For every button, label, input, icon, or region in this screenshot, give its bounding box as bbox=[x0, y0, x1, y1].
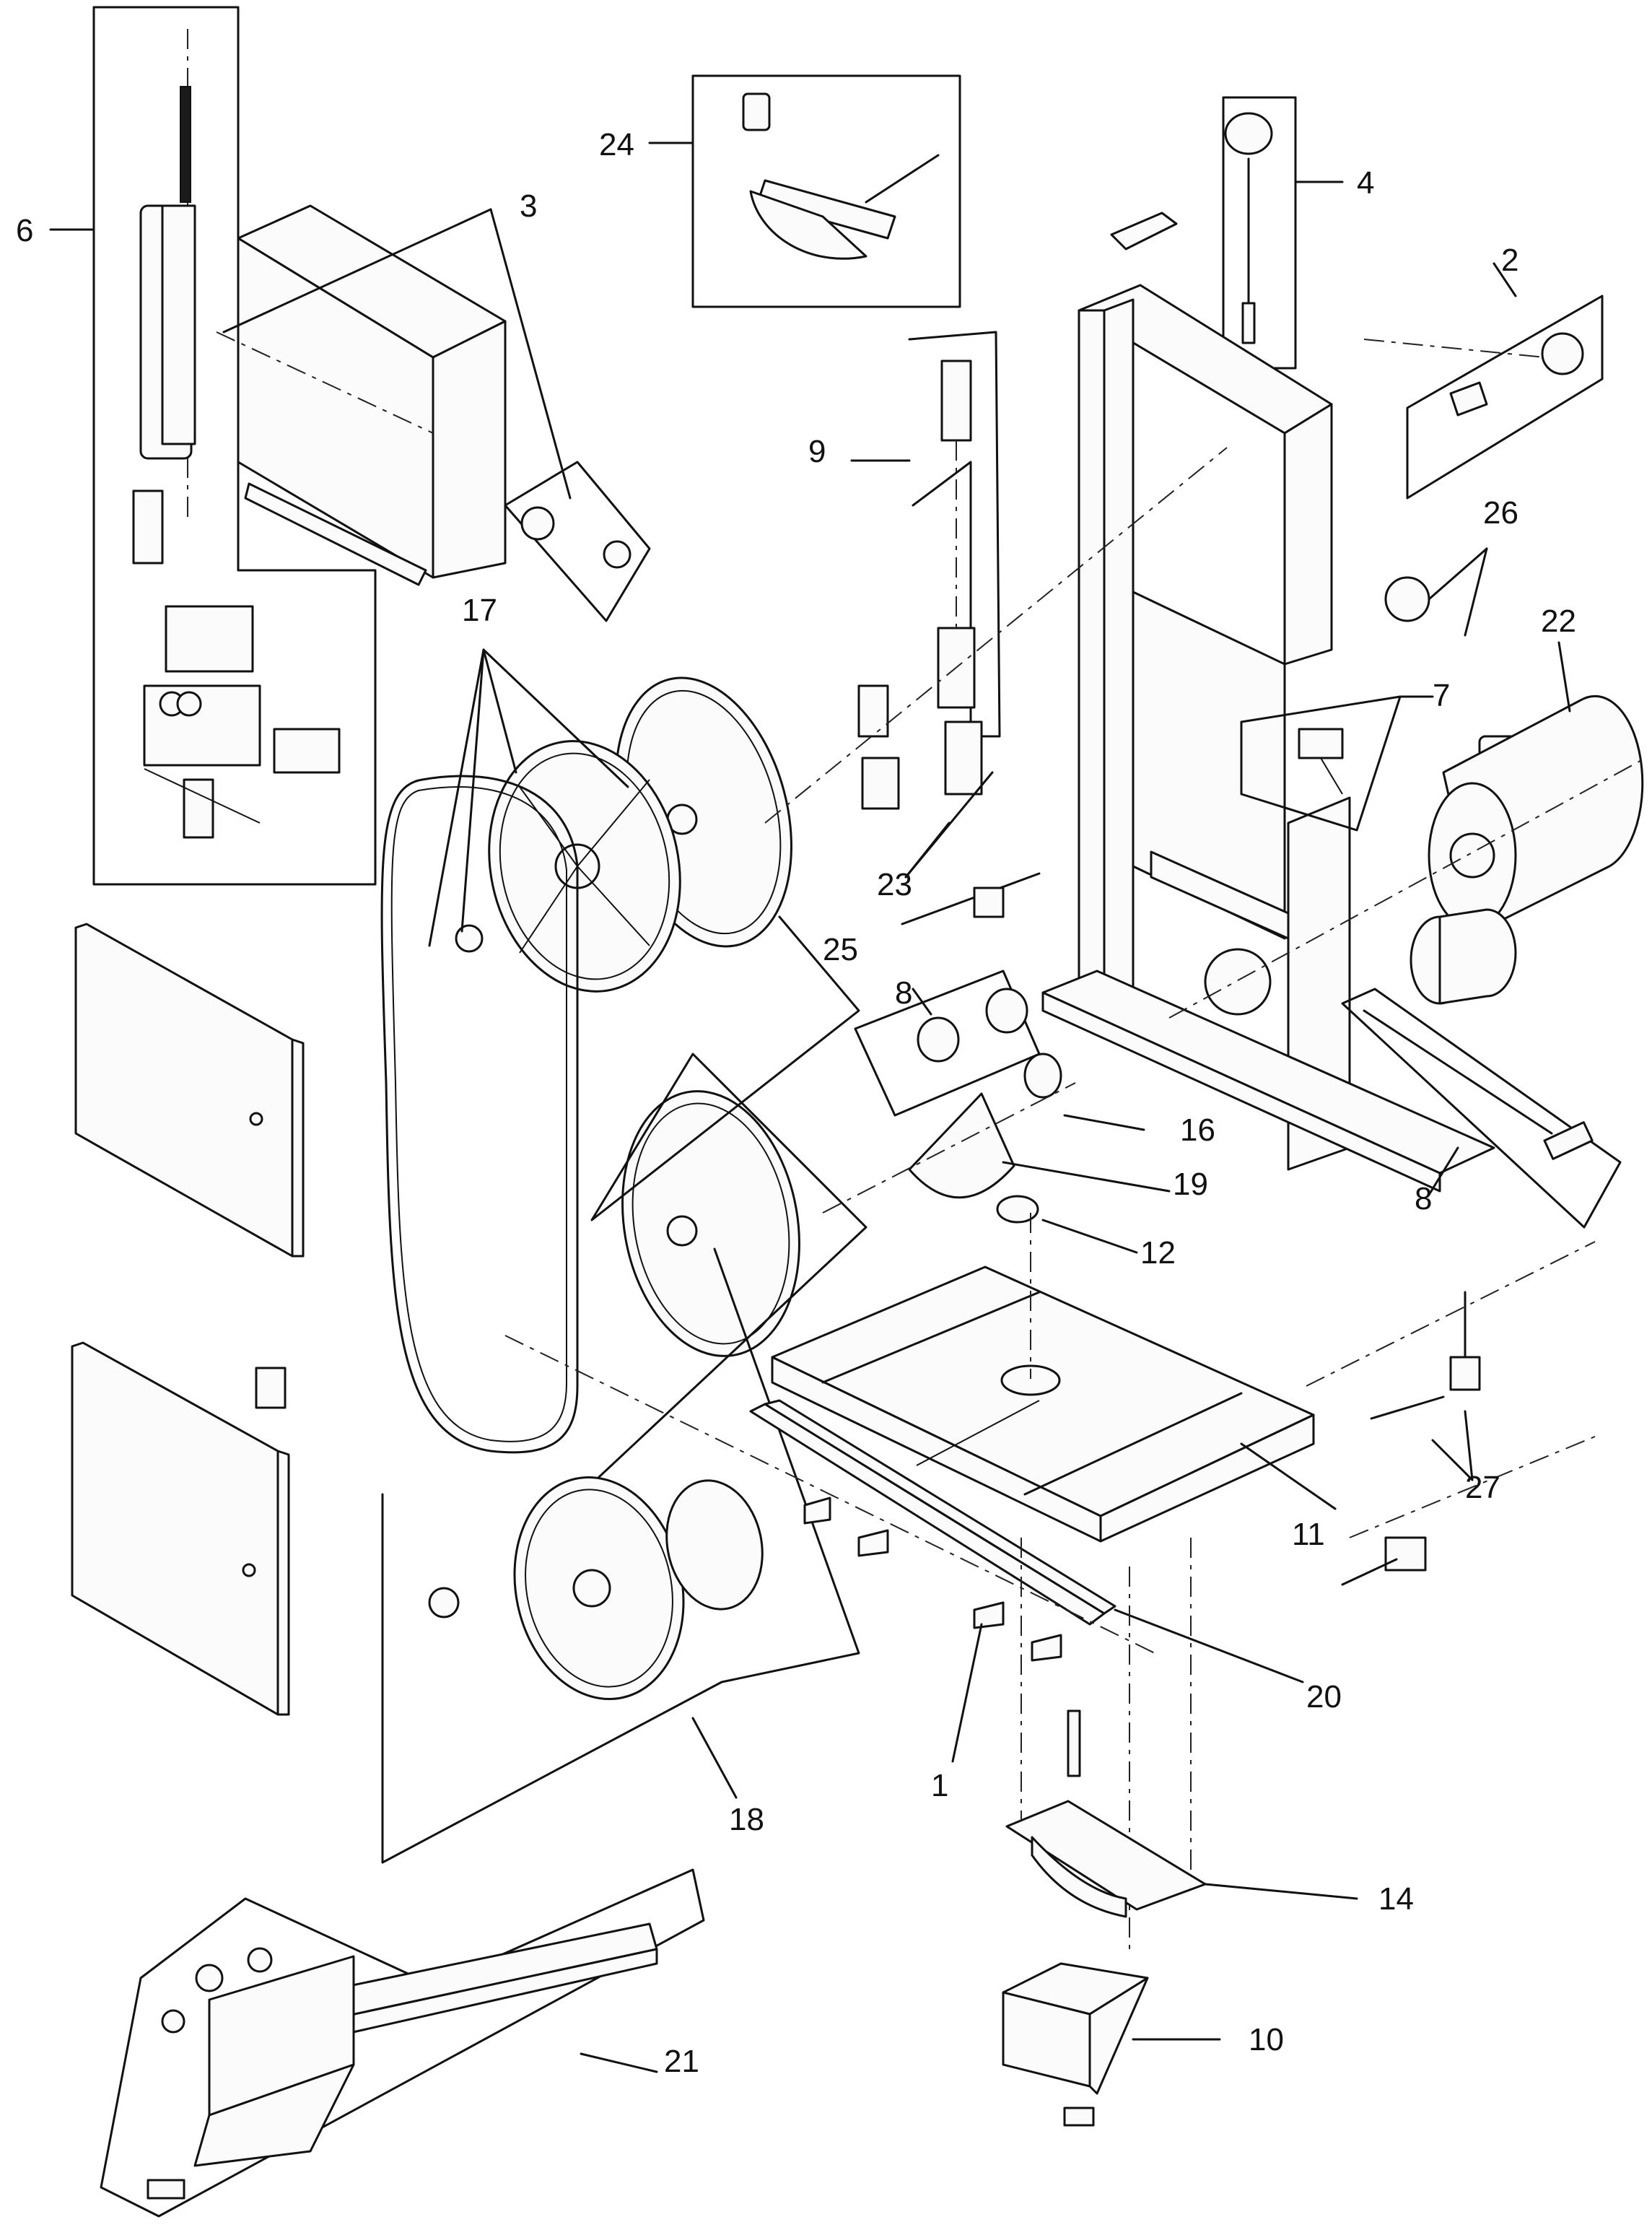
part-7-guide-bracket bbox=[1240, 695, 1434, 832]
part-14-trunnion bbox=[1005, 1538, 1358, 1949]
label-6: 6 bbox=[16, 213, 33, 248]
label-19: 19 bbox=[1173, 1167, 1208, 1202]
part-11-table bbox=[771, 1213, 1337, 1543]
callout-labels: 1 2 3 4 6 7 8 8 9 10 11 12 14 16 17 18 1… bbox=[16, 127, 1576, 2079]
part-25-wheel-tires bbox=[587, 676, 867, 1489]
label-17: 17 bbox=[462, 593, 497, 628]
part-6-blade-guide-assembly bbox=[49, 6, 377, 886]
part-18-lower-wheel bbox=[381, 1247, 860, 1864]
part-20-fence-rail bbox=[749, 1399, 1304, 1763]
part-8-upper-idler-and-misc bbox=[854, 970, 1171, 1254]
label-22: 22 bbox=[1541, 604, 1576, 639]
part-21-rip-fence bbox=[100, 1868, 705, 2218]
label-8-upper: 8 bbox=[895, 975, 912, 1011]
part-26-tracking-knob bbox=[1384, 547, 1488, 637]
label-9: 9 bbox=[808, 434, 826, 469]
cabinet-doors bbox=[71, 923, 305, 1716]
label-3: 3 bbox=[520, 188, 537, 224]
label-2: 2 bbox=[1501, 243, 1518, 278]
label-8-right: 8 bbox=[1415, 1181, 1432, 1216]
label-26: 26 bbox=[1483, 495, 1518, 531]
label-7: 7 bbox=[1433, 678, 1450, 713]
label-16: 16 bbox=[1180, 1112, 1215, 1148]
part-27-lower-guide bbox=[1306, 1241, 1596, 1586]
label-1: 1 bbox=[931, 1768, 948, 1803]
label-4: 4 bbox=[1357, 165, 1374, 201]
label-20: 20 bbox=[1306, 1679, 1342, 1715]
part-23-guide-blocks bbox=[857, 684, 1041, 925]
part-4-guide-post-knob bbox=[1222, 96, 1344, 370]
part-24-miter-gauge bbox=[648, 74, 961, 308]
blower-fan bbox=[1410, 908, 1517, 1005]
part-10-bracket bbox=[1002, 1962, 1221, 2127]
part-2-tension-assembly bbox=[1363, 262, 1604, 500]
part-3-upper-housing bbox=[216, 204, 651, 622]
label-14: 14 bbox=[1378, 1881, 1414, 1917]
part-17-upper-wheel bbox=[428, 648, 681, 993]
label-27: 27 bbox=[1465, 1470, 1500, 1505]
label-12: 12 bbox=[1140, 1235, 1176, 1271]
alignment-lines bbox=[504, 447, 1646, 1654]
label-23: 23 bbox=[877, 867, 912, 902]
main-frame bbox=[1041, 212, 1495, 1193]
label-18: 18 bbox=[729, 1802, 764, 1837]
label-11: 11 bbox=[1292, 1517, 1325, 1552]
drive-belt bbox=[380, 775, 579, 1454]
part-8-right-shaft-assembly bbox=[1341, 988, 1622, 1229]
label-10: 10 bbox=[1249, 2022, 1284, 2057]
part-9-guide-post-bracket bbox=[850, 331, 1001, 810]
label-24: 24 bbox=[599, 127, 634, 162]
label-21: 21 bbox=[664, 2044, 699, 2079]
part-22-motor bbox=[1428, 641, 1644, 933]
label-25: 25 bbox=[823, 932, 858, 967]
